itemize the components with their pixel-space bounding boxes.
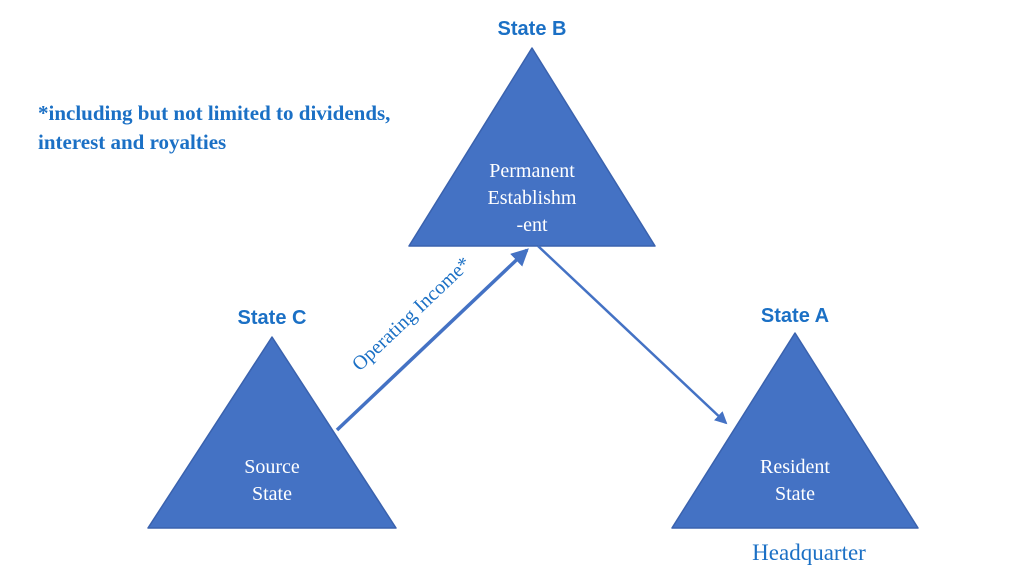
operating-income-arrow bbox=[335, 248, 529, 432]
state-b-title: State B bbox=[497, 18, 567, 40]
footnote: *including but not limited to dividends,… bbox=[38, 101, 391, 154]
state-c-body: Source State bbox=[244, 456, 300, 505]
pe-to-resident-arrow bbox=[537, 245, 728, 425]
state-a-body: Resident State bbox=[760, 456, 830, 505]
state-a-title: State A bbox=[760, 305, 830, 327]
state-c-title: State C bbox=[237, 307, 307, 329]
headquarter-caption: Headquarter bbox=[752, 540, 866, 565]
triangle-state-a bbox=[671, 332, 919, 529]
state-b-body: Permanent Establishm -ent bbox=[487, 160, 577, 236]
triangle-state-b bbox=[408, 47, 656, 247]
triangle-state-c bbox=[147, 336, 397, 529]
